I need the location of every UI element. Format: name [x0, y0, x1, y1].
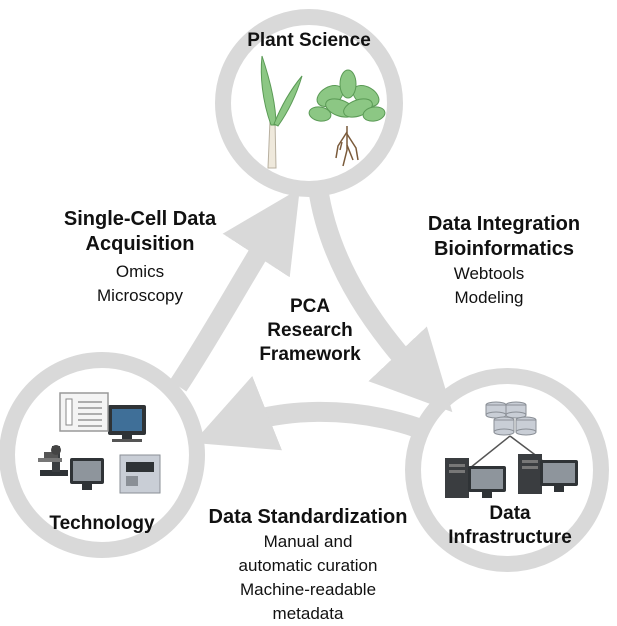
acquisition-edge-label: Single-Cell Data Acquisition Omics Micro…	[40, 207, 240, 308]
standardization-item: Machine-readable	[239, 580, 377, 599]
server-tower-left-icon	[445, 458, 469, 498]
integration-item: Webtools	[453, 264, 525, 283]
data-infrastructure-line1: Data	[489, 503, 531, 524]
center-line1: PCA	[289, 296, 331, 317]
integration-title-line1: Data Integration	[427, 213, 581, 235]
grass-seedling-icon	[260, 55, 303, 169]
integration-title-line2: Bioinformatics	[433, 238, 575, 260]
plant-science-label: Plant Science	[247, 30, 371, 51]
center-line3: Framework	[259, 344, 361, 365]
server-tower-right-icon	[518, 454, 542, 494]
data-panel-icon	[59, 392, 109, 432]
data-infrastructure-label: Data Infrastructure	[430, 502, 590, 550]
plant-science-ring	[215, 9, 403, 197]
sequencer-machine-icon	[119, 454, 161, 494]
acquisition-item: Microscopy	[97, 286, 183, 305]
data-infrastructure-ring	[405, 368, 609, 572]
acquisition-item: Omics	[115, 262, 165, 281]
arrow-technology-to-plant	[169, 188, 300, 392]
arrow-infrastructure-to-technology	[192, 376, 422, 451]
standardization-title: Data Standardization	[208, 506, 408, 528]
technology-ring	[0, 352, 205, 558]
acquisition-title-line2: Acquisition	[85, 233, 195, 255]
integration-edge-label: Data Integration Bioinformatics Webtools…	[404, 212, 604, 310]
database-cluster-icon	[485, 401, 537, 436]
rosette-plant-icon	[308, 69, 386, 167]
technology-label: Technology	[49, 513, 155, 534]
standardization-item: automatic curation	[238, 556, 378, 575]
standardization-edge-label: Data Standardization Manual and automati…	[198, 505, 418, 626]
standardization-item: Manual and	[263, 532, 353, 551]
arrow-plant-to-infrastructure	[308, 186, 453, 413]
data-infrastructure-line2: Infrastructure	[448, 527, 572, 548]
standardization-item: metadata	[272, 604, 344, 623]
center-line2: Research	[267, 320, 353, 341]
acquisition-title-line1: Single-Cell Data	[63, 208, 217, 230]
center-framework-label: PCA Research Framework	[240, 295, 380, 367]
server-monitor-left-icon	[468, 466, 506, 498]
server-monitor-right-icon	[540, 460, 578, 492]
integration-item: Modeling	[454, 288, 524, 307]
microscope-icon	[38, 445, 68, 476]
workstation-monitor-icon	[70, 458, 104, 490]
computer-monitor-icon	[108, 405, 146, 442]
